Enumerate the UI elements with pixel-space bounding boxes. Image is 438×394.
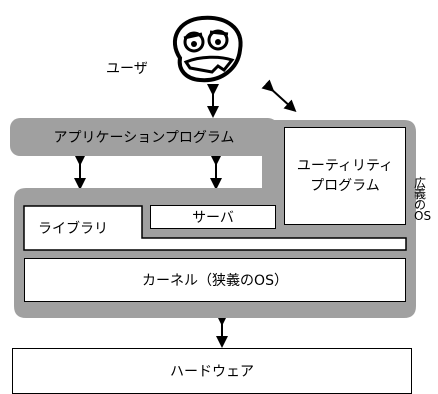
- user-label: ユーザ: [106, 61, 148, 77]
- kernel-box: カーネル（狭義のOS）: [24, 258, 406, 302]
- utility-program-box: ユーティリティ プログラム: [284, 127, 406, 225]
- application-program-label: アプリケーションプログラム: [53, 130, 235, 146]
- utility-program-label: ユーティリティ プログラム: [296, 158, 394, 194]
- hardware-label: ハードウェア: [170, 364, 254, 380]
- server-box: サーバ: [150, 205, 276, 229]
- application-program-layer: アプリケーションプログラム: [10, 118, 278, 156]
- kernel-label: カーネル（狭義のOS）: [142, 273, 288, 289]
- user-utility-arrow: [261, 79, 297, 113]
- broad-os-label: 広義のOS: [414, 176, 432, 223]
- user-face-icon: [160, 10, 250, 90]
- library-label: ライブラリ: [38, 221, 108, 237]
- server-label: サーバ: [192, 210, 234, 226]
- hardware-box: ハードウェア: [12, 348, 412, 394]
